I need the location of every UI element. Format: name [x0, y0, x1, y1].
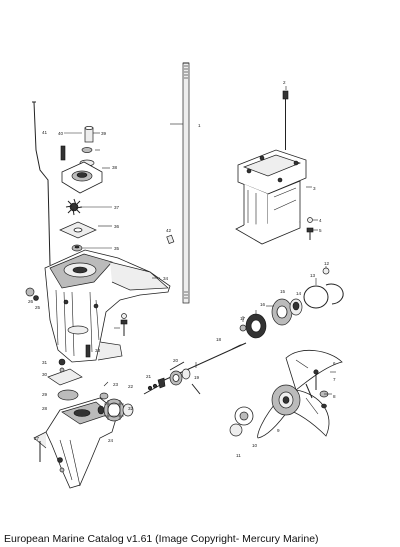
callout-12: 12 [324, 261, 330, 266]
callout-5: 5 [319, 228, 322, 233]
callout-26: 26 [28, 299, 34, 304]
callout-16: 16 [260, 302, 266, 307]
drive-shaft [182, 62, 190, 304]
callout-11: 11 [236, 453, 241, 458]
callout-41: 41 [42, 130, 48, 135]
prop-hardware [229, 369, 329, 437]
callout-29: 29 [42, 392, 48, 397]
callout-27: 27 [34, 436, 40, 441]
callout-9: 9 [277, 428, 280, 433]
callout-15: 15 [280, 289, 286, 294]
callout-42: 42 [166, 228, 172, 233]
gear-set [97, 383, 163, 422]
propeller [257, 349, 343, 439]
shift-rod [32, 101, 51, 266]
pivot-pin [282, 90, 289, 150]
callout-32: 32 [128, 406, 134, 411]
callout-2: 2 [283, 80, 286, 85]
bearing-carrier [239, 298, 303, 339]
leader-lines [64, 86, 336, 395]
callout-22: 22 [128, 384, 134, 389]
callout-8: 8 [333, 394, 336, 399]
callout-3: 3 [313, 186, 316, 191]
callout-34: 34 [163, 276, 169, 281]
callout-25: 25 [35, 305, 41, 310]
callout-19: 19 [194, 375, 200, 380]
callout-30: 30 [42, 372, 48, 377]
callout-28: 28 [42, 406, 48, 411]
lower-gearcase [33, 368, 119, 489]
callout-14: 14 [296, 291, 302, 296]
housing-bolts [25, 287, 128, 373]
callout-13: 13 [310, 273, 316, 278]
retainer-rings [303, 267, 344, 309]
callout-18: 18 [216, 337, 222, 342]
callout-6: 6 [333, 361, 336, 366]
exhaust-housing [235, 149, 307, 245]
gear-housing [44, 249, 171, 363]
callout-37: 37 [114, 205, 120, 210]
callout-20: 20 [173, 358, 179, 363]
callout-17: 17 [240, 316, 246, 321]
callout-39: 39 [101, 131, 107, 136]
callout-36: 36 [114, 224, 120, 229]
impeller-icon [65, 198, 83, 216]
exhaust-fasteners [306, 217, 314, 240]
callout-23: 23 [113, 382, 119, 387]
callout-31: 31 [42, 360, 48, 365]
callout-40: 40 [58, 131, 64, 136]
callout-33: 33 [95, 348, 101, 353]
callout-labels: 1 2 3 4 5 6 7 8 9 10 11 12 13 14 15 16 1… [28, 80, 336, 458]
water-pump-assembly [59, 126, 175, 252]
callout-4: 4 [319, 218, 322, 223]
callout-10: 10 [252, 443, 258, 448]
callout-24: 24 [108, 438, 114, 443]
callout-21: 21 [146, 374, 152, 379]
callout-7: 7 [333, 377, 336, 382]
forward-gear [169, 361, 201, 395]
image-caption: European Marine Catalog v1.61 (Image Cop… [4, 533, 319, 545]
callout-1: 1 [198, 123, 201, 128]
callout-35: 35 [114, 246, 120, 251]
callout-38: 38 [112, 165, 118, 170]
